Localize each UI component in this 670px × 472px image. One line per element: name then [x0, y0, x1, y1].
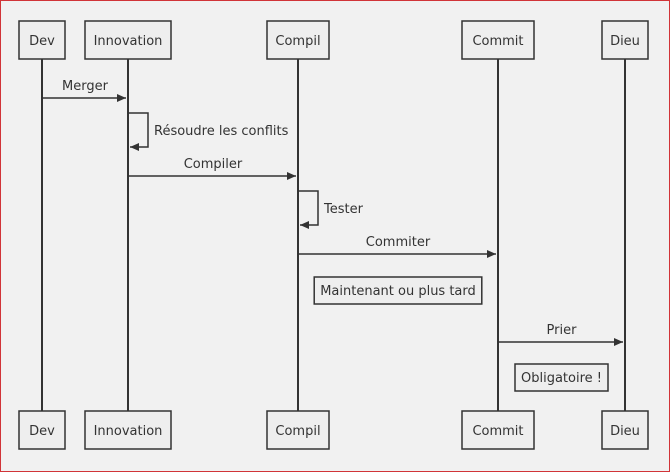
- actor-box: [84, 20, 172, 60]
- actor-box: [266, 410, 330, 450]
- message: Prier: [498, 323, 623, 346]
- actor-dev-bottom: Dev: [18, 410, 66, 450]
- note-label: Obligatoire !: [521, 371, 602, 386]
- message: Résoudre les conflits: [128, 112, 289, 151]
- actor-box: [18, 410, 66, 450]
- message-label: Résoudre les conflits: [154, 124, 289, 139]
- note: Maintenant ou plus tard: [313, 276, 483, 305]
- actor-dieu-bottom: Dieu: [601, 410, 649, 450]
- actor-dieu-top: Dieu: [601, 20, 649, 60]
- note: Obligatoire !: [514, 363, 609, 392]
- actor-box: [84, 410, 172, 450]
- actor-box: [601, 20, 649, 60]
- note-box: [514, 363, 609, 392]
- actor-label: Compil: [275, 424, 320, 439]
- actor-label: Innovation: [94, 424, 163, 439]
- actor-compil-bottom: Compil: [266, 410, 330, 450]
- actor-label: Compil: [275, 34, 320, 49]
- actor-box: [601, 410, 649, 450]
- note-label: Maintenant ou plus tard: [320, 284, 476, 299]
- actor-label: Dev: [29, 34, 55, 49]
- message: Merger: [42, 79, 126, 102]
- actor-box: [461, 20, 535, 60]
- self-message-arrow: [128, 112, 149, 151]
- message-label: Merger: [62, 79, 109, 94]
- actor-label: Commit: [472, 34, 523, 49]
- actor-compil-top: Compil: [266, 20, 330, 60]
- actor-dev-top: Dev: [18, 20, 66, 60]
- message-label: Compiler: [184, 157, 243, 172]
- note-box: [313, 276, 483, 305]
- actor-label: Innovation: [94, 34, 163, 49]
- message: Tester: [298, 190, 364, 229]
- actor-label: Dieu: [610, 34, 640, 49]
- actor-label: Dev: [29, 424, 55, 439]
- actor-innovation-bottom: Innovation: [84, 410, 172, 450]
- message-label: Commiter: [366, 235, 431, 250]
- actor-label: Commit: [472, 424, 523, 439]
- actor-commit-top: Commit: [461, 20, 535, 60]
- self-message-arrow: [298, 190, 319, 229]
- message-label: Tester: [323, 202, 364, 217]
- message: Compiler: [128, 157, 296, 180]
- actor-box: [461, 410, 535, 450]
- message-label: Prier: [547, 323, 578, 338]
- actor-commit-bottom: Commit: [461, 410, 535, 450]
- actor-box: [18, 20, 66, 60]
- actor-label: Dieu: [610, 424, 640, 439]
- actor-box: [266, 20, 330, 60]
- actor-innovation-top: Innovation: [84, 20, 172, 60]
- message: Commiter: [298, 235, 496, 258]
